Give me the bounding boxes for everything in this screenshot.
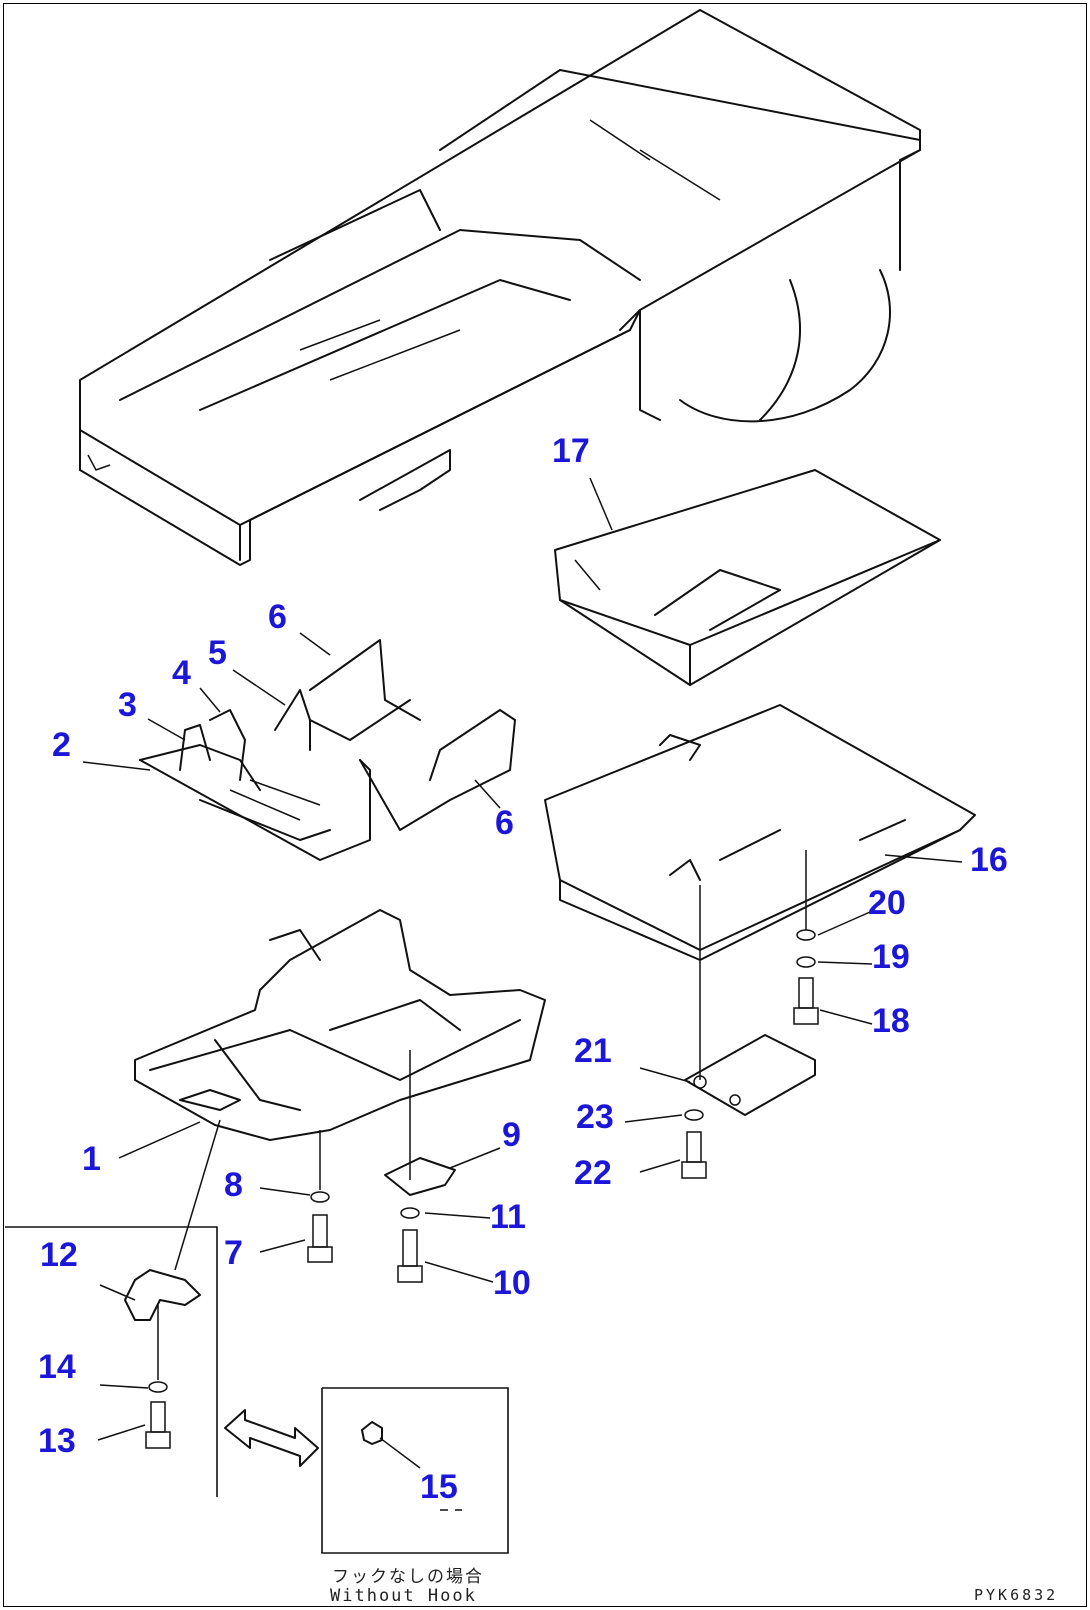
callout-1: 1 [82,1140,101,1178]
inset-hook [5,1226,218,1497]
drawing-frame [3,3,1087,1607]
callout-4: 4 [172,654,191,692]
callout-6: 6 [268,598,287,636]
callout-10: 10 [493,1264,531,1302]
callout-5: 5 [208,634,227,672]
callout-21: 21 [574,1032,612,1070]
callout-6b: 6 [495,804,514,842]
callout-19: 19 [872,938,910,976]
cover-17 [554,469,941,686]
drawing-code: PYK6832 [974,1586,1059,1604]
callout-12: 12 [40,1236,78,1274]
machine-frame [79,9,921,566]
callout-15: 15 [420,1468,458,1506]
cover-16 [544,704,976,1080]
callout-23: 23 [576,1098,614,1136]
callout-2: 2 [52,726,71,764]
callout-14: 14 [38,1348,76,1386]
inset-without-hook [321,1387,509,1554]
floor-plate-2-6 [139,639,516,861]
inset-caption-en: Without Hook [330,1586,477,1606]
callout-17: 17 [552,432,590,470]
callout-3: 3 [118,686,137,724]
callout-20: 20 [868,884,906,922]
double-arrow [224,1409,319,1467]
callout-9: 9 [502,1116,521,1154]
callout-7: 7 [224,1234,243,1272]
callout-18: 18 [872,1002,910,1040]
callout-16: 16 [970,841,1008,879]
callout-22: 22 [574,1154,612,1192]
hardware [307,929,819,1283]
inset-caption-jp: フックなしの場合 [332,1567,484,1587]
plate-21 [684,1034,816,1116]
callout-13: 13 [38,1422,76,1460]
callout-11: 11 [490,1198,526,1236]
floor-frame-1 [134,909,546,1271]
callout-8: 8 [224,1166,243,1204]
leader-lines [82,477,963,1469]
